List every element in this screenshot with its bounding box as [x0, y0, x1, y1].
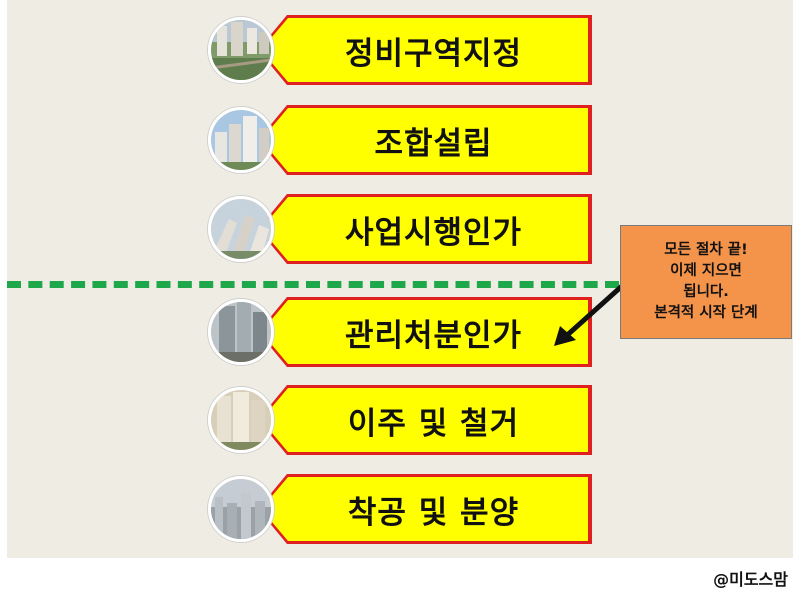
- step-4: 관리처분인가: [208, 297, 592, 367]
- high-rise-photo: [208, 299, 274, 365]
- apartment-block-photo: [208, 387, 274, 453]
- step-label: 이주 및 철거: [347, 405, 520, 442]
- step-1: 정비구역지정: [208, 15, 592, 85]
- apartment-aerial-photo: [208, 17, 274, 83]
- step-tag: 사업시행인가: [261, 197, 588, 261]
- step-tag: 조합설립: [261, 108, 588, 172]
- watermark: @미도스맘: [713, 570, 788, 589]
- step-label: 사업시행인가: [344, 214, 523, 251]
- note-line: 모든 절차 끝!: [664, 242, 748, 258]
- step-label: 착공 및 분양: [347, 494, 520, 531]
- step-label: 정비구역지정: [344, 35, 523, 72]
- step-tag: 관리처분인가: [261, 300, 588, 364]
- step-3: 사업시행인가: [208, 194, 592, 264]
- city-skyline-photo: [208, 476, 274, 542]
- completion-note: 모든 절차 끝! 이제 지으면 됩니다. 본격적 시작 단계: [620, 225, 792, 339]
- step-6: 착공 및 분양: [208, 474, 592, 544]
- apartment-complex-photo: [208, 196, 274, 262]
- step-label: 관리처분인가: [344, 317, 523, 354]
- note-line: 됩니다.: [683, 284, 729, 300]
- step-tag: 이주 및 철거: [261, 388, 588, 452]
- step-tag: 정비구역지정: [261, 18, 588, 82]
- step-5: 이주 및 철거: [208, 385, 592, 455]
- note-line: 이제 지으면: [670, 263, 742, 279]
- arrow-icon: [554, 283, 625, 346]
- phase-divider-line: [7, 281, 619, 288]
- note-line: 본격적 시작 단계: [654, 305, 758, 321]
- step-tag: 착공 및 분양: [261, 477, 588, 541]
- apartment-towers-photo: [208, 107, 274, 173]
- step-2: 조합설립: [208, 105, 592, 175]
- step-label: 조합설립: [374, 125, 493, 162]
